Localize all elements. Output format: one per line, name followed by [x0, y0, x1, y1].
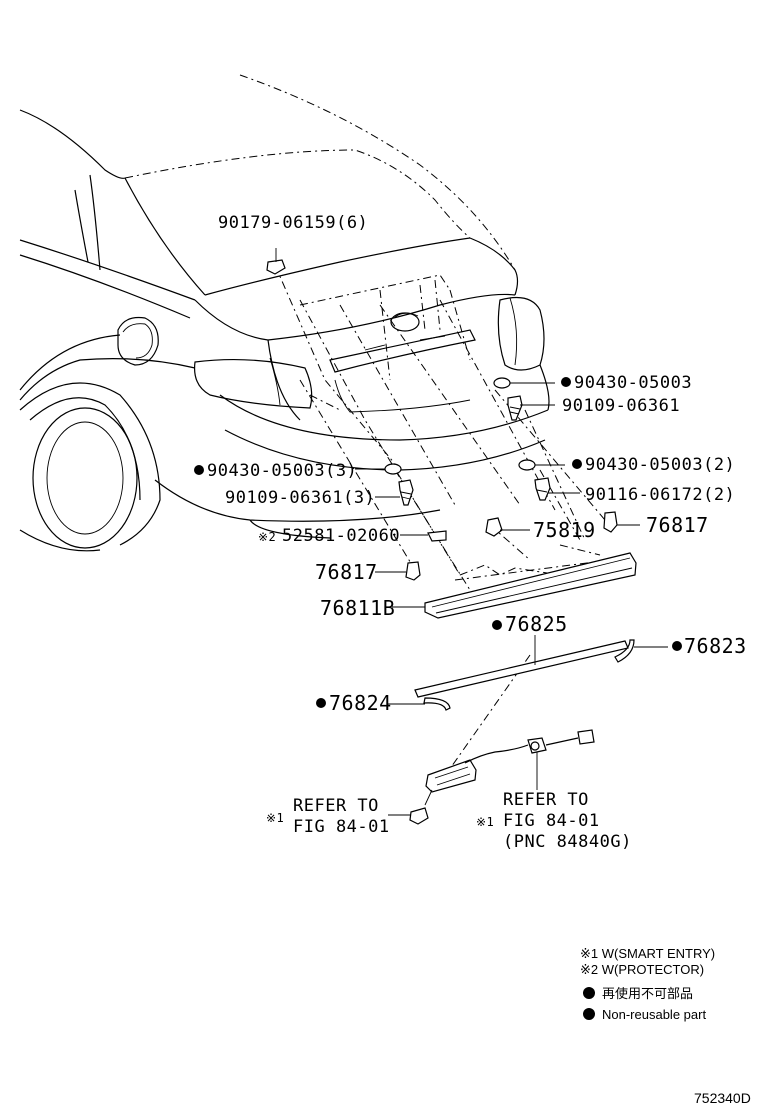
- part-number-labels: 90179-06159(6) 90430-05003 90109-06361 9…: [207, 213, 747, 715]
- protector-52581-icon: [427, 530, 447, 542]
- opener-switch-harness: [409, 729, 595, 825]
- legend-note-4: Non-reusable part: [602, 1007, 706, 1022]
- label-76823: 76823: [684, 634, 747, 658]
- dot-76823: [672, 641, 682, 651]
- label-90109-a: 90109-06361: [562, 396, 680, 416]
- seal-end-76824: [423, 697, 451, 711]
- refer-left-line1: REFER TO: [293, 796, 379, 816]
- clip-76817-left-icon: [405, 561, 421, 581]
- clip-75819-icon: [485, 517, 503, 537]
- dot-90430-b: [572, 459, 582, 469]
- label-76817-right: 76817: [646, 513, 709, 537]
- legend-dot-2: [583, 1008, 595, 1020]
- dot-90430-c: [194, 465, 204, 475]
- refer-to-labels: REFER TO ※1 FIG 84-01 REFER TO ※1 FIG 84…: [266, 790, 632, 852]
- dot-76824: [316, 698, 326, 708]
- assembly-leader-lines: [274, 264, 611, 791]
- dot-76825: [492, 620, 502, 630]
- label-75819: 75819: [533, 518, 596, 542]
- legend-dot-1: [583, 987, 595, 999]
- legend-note-3: 再使用不可部品: [602, 986, 693, 1001]
- callout-leaders: [275, 248, 668, 816]
- washer-90430-right-upper-icon: [493, 377, 511, 389]
- legend: ※1 W(SMART ENTRY) ※2 W(PROTECTOR) 再使用不可部…: [580, 946, 715, 1022]
- clip-90179-icon: [266, 259, 286, 275]
- washer-90430-right-lower-icon: [518, 459, 536, 471]
- refer-right-mark: ※1: [476, 815, 494, 829]
- label-90430-a: 90430-05003: [574, 373, 692, 393]
- label-90430-b: 90430-05003(2): [585, 455, 735, 475]
- car-body-outline: [19, 74, 550, 552]
- label-90179: 90179-06159(6): [218, 213, 368, 233]
- label-76811b: 76811B: [320, 596, 395, 620]
- screw-90116-icon: [534, 477, 551, 501]
- non-reusable-markers: [194, 377, 682, 708]
- figure-number: 752340D: [694, 1090, 751, 1106]
- label-52581: 52581-02060: [282, 526, 400, 546]
- screw-90109-left-icon: [398, 479, 414, 506]
- screw-90109-right-icon: [507, 395, 523, 421]
- legend-note-2: ※2 W(PROTECTOR): [580, 962, 704, 977]
- refer-right-line1: REFER TO: [503, 790, 589, 810]
- label-76824: 76824: [329, 691, 392, 715]
- mark-2: ※2: [258, 530, 276, 544]
- refer-right-line2: FIG 84-01: [503, 811, 600, 831]
- label-76817-left: 76817: [315, 560, 378, 584]
- seal-76825: [414, 640, 629, 698]
- dot-90430-a: [561, 377, 571, 387]
- label-76825: 76825: [505, 612, 568, 636]
- refer-left-line2: FIG 84-01: [293, 817, 390, 837]
- seal-end-76823: [614, 639, 635, 663]
- garnish-76811b: [424, 552, 637, 619]
- refer-right-line3: (PNC 84840G): [503, 832, 632, 852]
- legend-note-1: ※1 W(SMART ENTRY): [580, 946, 715, 961]
- label-90109-b: 90109-06361(3): [225, 488, 375, 508]
- label-90430-c: 90430-05003(3): [207, 461, 357, 481]
- clip-76817-right-icon: [603, 511, 618, 533]
- label-90116: 90116-06172(2): [585, 485, 735, 505]
- refer-left-mark: ※1: [266, 811, 284, 825]
- washer-90430-left-icon: [384, 463, 402, 475]
